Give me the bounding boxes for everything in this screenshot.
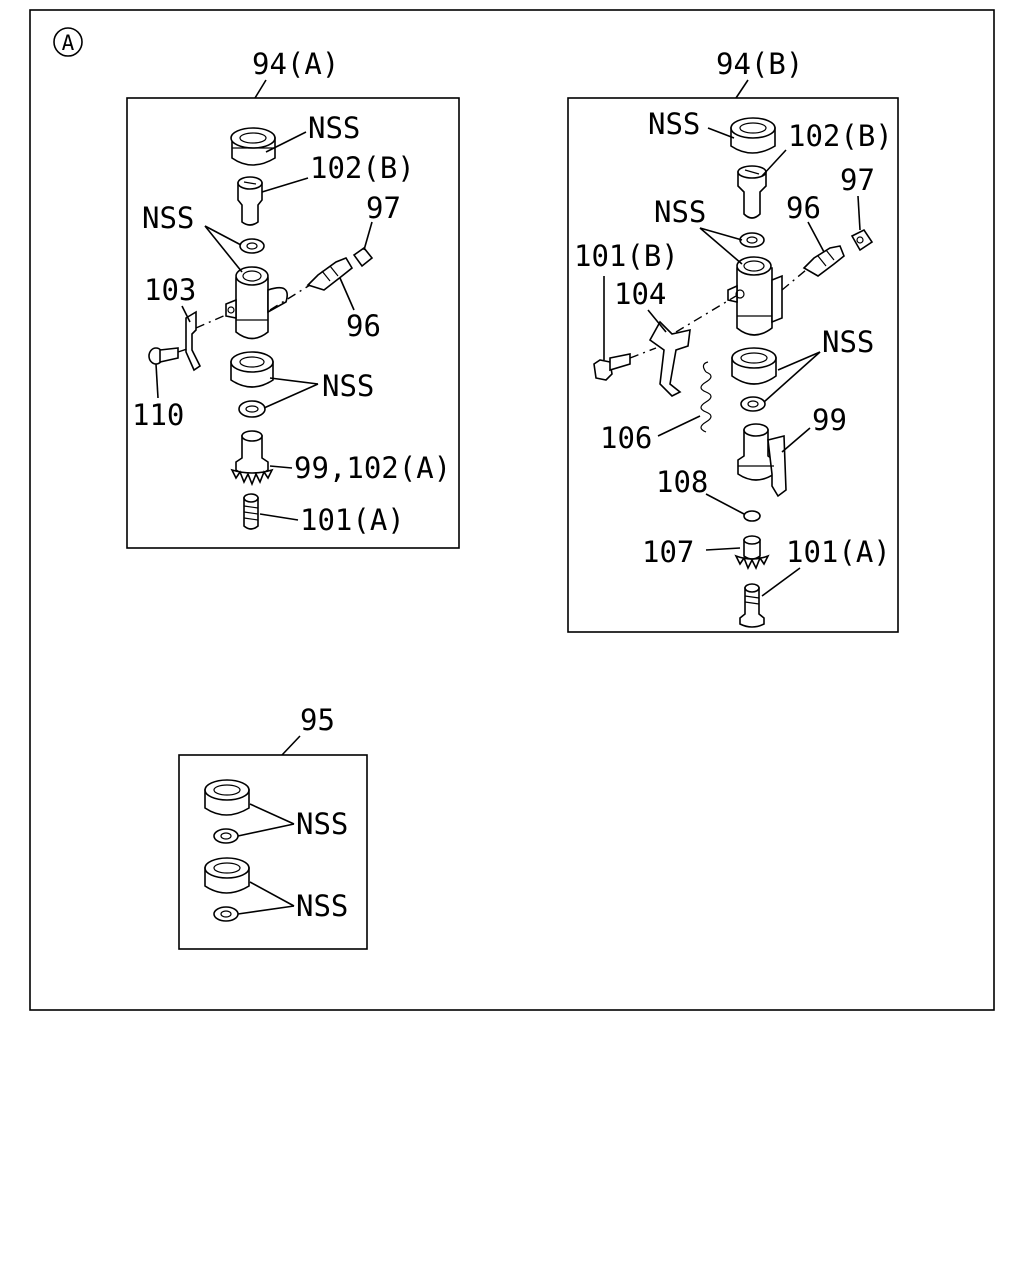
b-seal-cup-bottom (731, 347, 777, 385)
b-star-wheel (734, 535, 770, 570)
group-95-title: 95 (300, 703, 335, 737)
group-94a-title: 94(A) (252, 47, 339, 81)
c-small-seal-1 (213, 828, 239, 844)
b-adjust-screw (739, 583, 765, 628)
label-a-99-102a: 99,102(A) (294, 451, 451, 485)
a-seal-cup-top (230, 127, 276, 166)
b-seal-cup-top (730, 117, 776, 154)
a-bleeder-screw (237, 176, 263, 226)
c-small-seal-2 (213, 906, 239, 922)
a-cylinder-body (225, 266, 288, 340)
a-small-seal (239, 238, 265, 254)
group-94b: 94(B) (567, 47, 899, 633)
section-marker: A (53, 27, 83, 57)
label-b-99: 99 (812, 403, 847, 437)
label-a-96: 96 (346, 309, 381, 343)
group-94b-box (567, 97, 899, 633)
group-94b-title: 94(B) (716, 47, 803, 81)
b-lever (648, 320, 691, 397)
label-a-nss-mid: NSS (142, 201, 194, 235)
c-seal-cup-2 (204, 857, 250, 894)
a-adjust-screw (243, 493, 259, 530)
a-bolt (148, 347, 179, 365)
label-a-nss-top: NSS (308, 111, 360, 145)
a-dust-cap (352, 246, 374, 268)
a-piston (230, 430, 274, 487)
label-a-110: 110 (132, 398, 184, 432)
label-b-107: 107 (642, 535, 694, 569)
label-b-102b: 102(B) (788, 119, 893, 153)
label-b-97: 97 (840, 163, 875, 197)
b-washer (743, 510, 761, 522)
group-95: 95 NSS NSS (178, 703, 368, 950)
label-b-nss-top: NSS (648, 107, 700, 141)
b-piston (737, 423, 787, 498)
b-dust-cap (850, 228, 874, 252)
b-bolt (593, 353, 631, 381)
label-b-96: 96 (786, 191, 821, 225)
label-b-108: 108 (656, 465, 708, 499)
label-a-102b: 102(B) (310, 151, 415, 185)
b-small-seal-bottom (740, 396, 766, 412)
label-b-nss-low: NSS (822, 325, 874, 359)
b-bleeder-nipple (802, 245, 845, 277)
b-spring (700, 361, 712, 433)
b-small-seal (739, 232, 765, 248)
outer-frame (29, 9, 995, 1011)
label-b-101a: 101(A) (786, 535, 891, 569)
label-b-101b: 101(B) (574, 239, 679, 273)
label-a-103: 103 (144, 273, 196, 307)
label-a-97: 97 (366, 191, 401, 225)
label-c-nss-1: NSS (296, 807, 348, 841)
b-cylinder-body (727, 256, 783, 336)
b-bleeder-screw (737, 165, 767, 219)
label-b-104: 104 (614, 277, 666, 311)
label-b-106: 106 (600, 421, 652, 455)
label-a-nss-low: NSS (322, 369, 374, 403)
a-bleeder-nipple (306, 257, 354, 291)
label-b-nss-mid: NSS (654, 195, 706, 229)
label-a-101a: 101(A) (300, 503, 405, 537)
group-95-box (178, 754, 368, 950)
label-c-nss-2: NSS (296, 889, 348, 923)
a-seal-cup-bottom (230, 351, 274, 388)
section-marker-letter: A (62, 31, 75, 55)
group-94a-box (126, 97, 460, 549)
group-94a: 94(A) (126, 47, 460, 549)
a-small-seal-bottom (238, 400, 266, 418)
c-seal-cup-1 (204, 779, 250, 816)
a-bracket (185, 310, 202, 372)
